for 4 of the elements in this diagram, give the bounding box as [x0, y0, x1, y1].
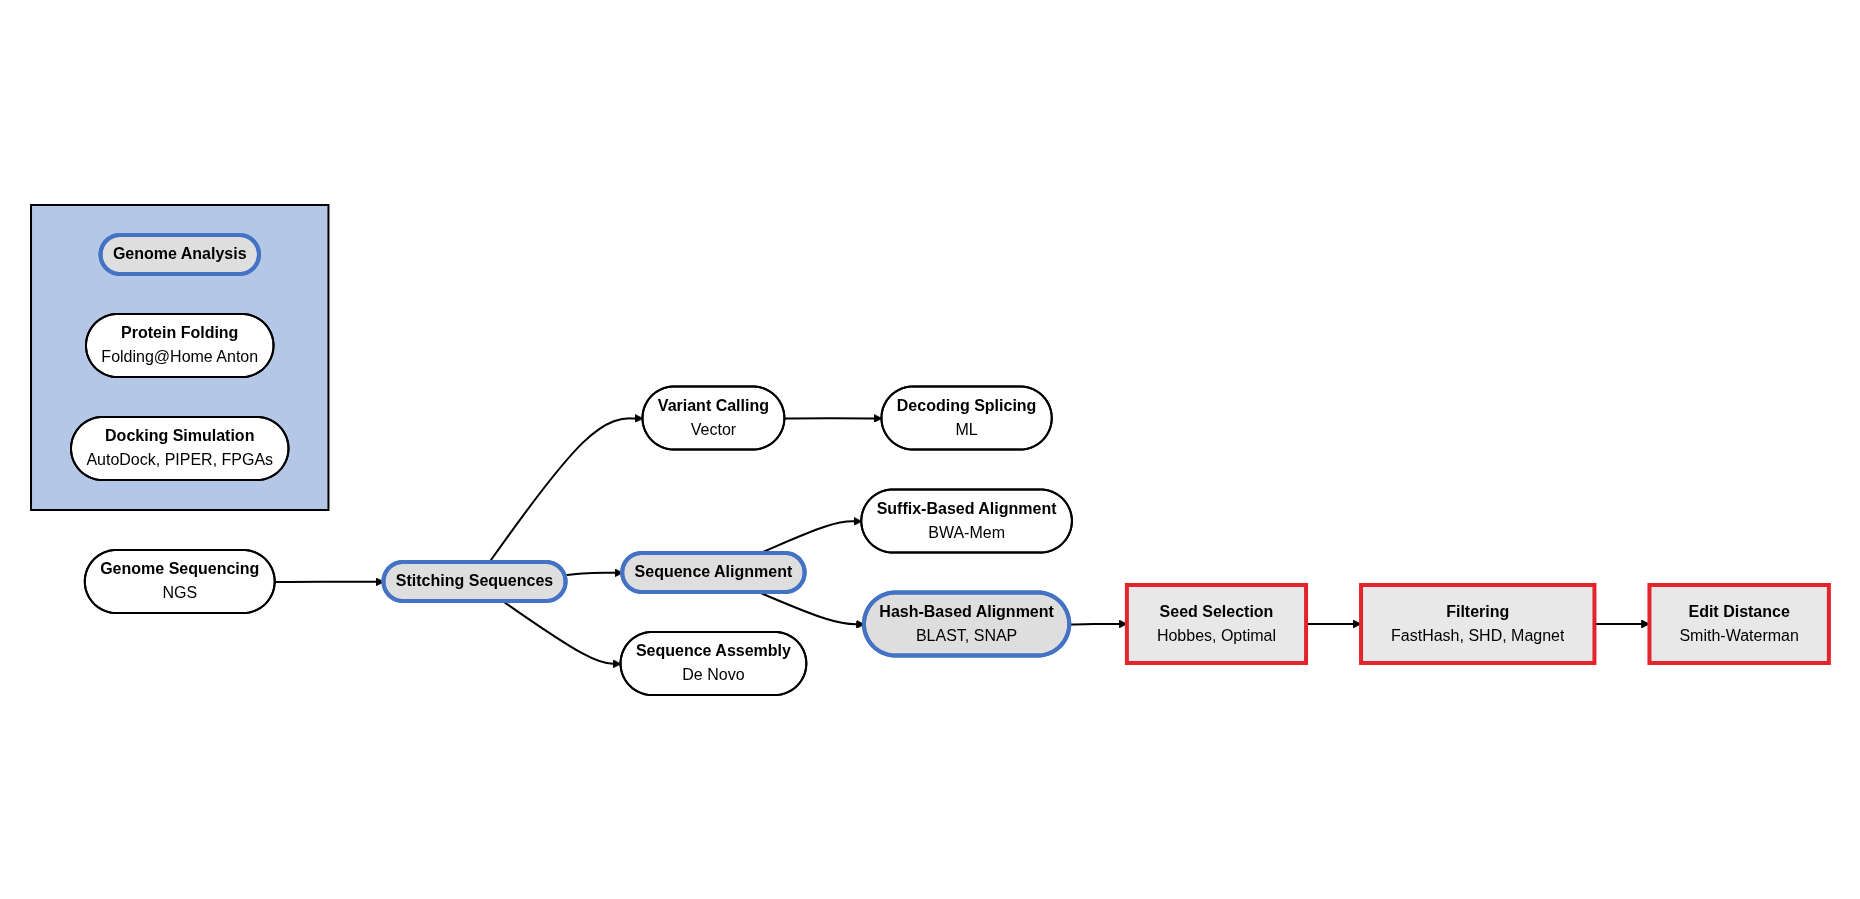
node-box: Seed Selection Hobbes, Optimal: [1124, 582, 1309, 665]
node-box: Filtering FastHash, SHD, Magnet: [1359, 582, 1597, 665]
cluster: [30, 203, 330, 511]
node-box: Edit Distance Smith-Waterman: [1647, 582, 1831, 665]
